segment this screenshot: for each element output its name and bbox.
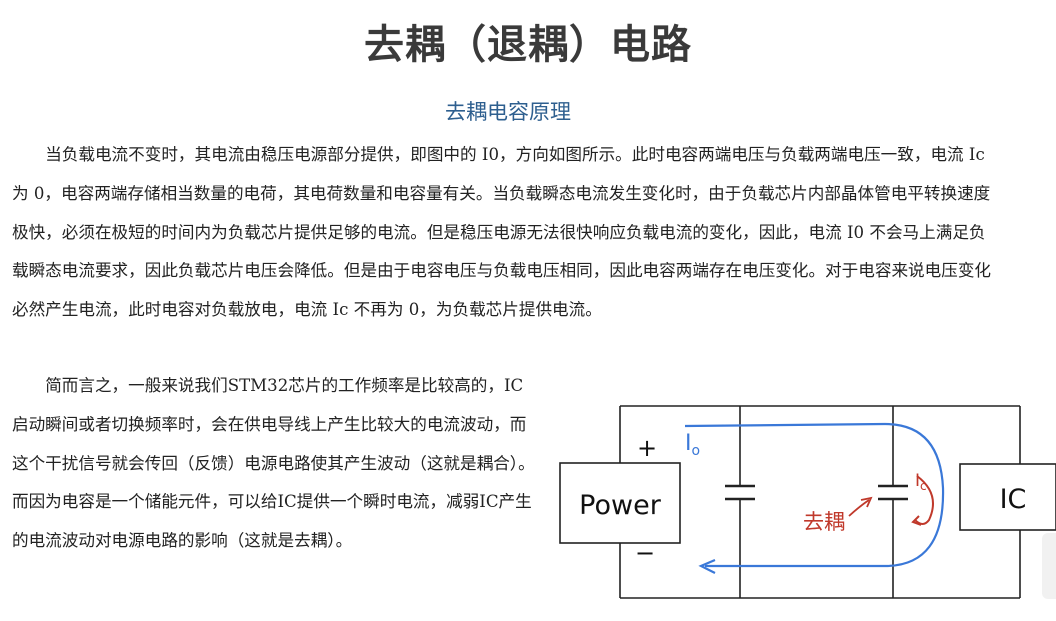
decoupling-annotation: 去耦 xyxy=(803,510,845,534)
ic-current-label: Ic xyxy=(915,471,927,493)
ic-arrow-icon xyxy=(911,515,922,526)
power-label: Power xyxy=(579,490,662,521)
io-current-loop xyxy=(684,422,945,568)
ic-label: IC xyxy=(1000,484,1027,515)
minus-sign: − xyxy=(635,539,655,567)
page-title: 去耦（退耦）电路 xyxy=(364,22,692,68)
io-label: Io xyxy=(685,431,700,459)
annotation-arrow-icon xyxy=(848,499,870,517)
circuit-wires xyxy=(619,405,1021,599)
power-box xyxy=(559,462,681,544)
io-arrow-icon xyxy=(698,558,716,574)
capacitor-plates xyxy=(725,484,908,501)
ic-current-arc xyxy=(914,475,934,525)
plus-sign: + xyxy=(637,434,657,462)
paragraph-principle: 当负载电流不变时，其电流由稳压电源部分提供，即图中的 I0，方向如图所示。此时电… xyxy=(12,145,992,320)
ic-box xyxy=(959,463,1056,531)
decoupling-circuit-diagram: Power IC + − Io Ic 去耦 xyxy=(559,405,1056,599)
section-subtitle: 去耦电容原理 xyxy=(445,100,571,124)
side-scroll-handle[interactable] xyxy=(1042,533,1056,599)
paragraph-summary: 简而言之，一般来说我们STM32芯片的工作频率是比较高的，IC启动瞬间或者切换频… xyxy=(12,376,535,551)
